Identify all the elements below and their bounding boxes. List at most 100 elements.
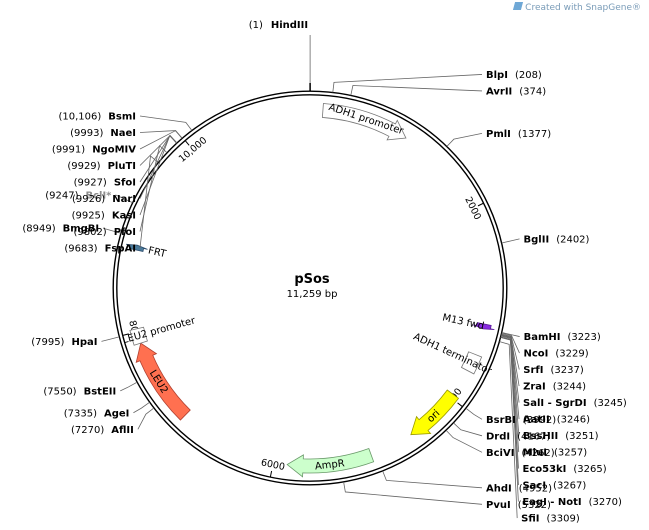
feature-arrow bbox=[472, 322, 495, 331]
watermark-text: Created with SnapGene® bbox=[525, 3, 641, 13]
site-position: (4167) bbox=[517, 431, 550, 442]
site-name: AvrII bbox=[486, 86, 512, 97]
site-leader-line bbox=[501, 332, 520, 354]
restriction-sites: HindIII(1) BlpI(208)AvrII(374) PmlI(1377) B… bbox=[22, 20, 627, 525]
site-mlui[interactable]: MluI(3257) bbox=[500, 335, 587, 459]
site-name: AgeI bbox=[104, 408, 129, 419]
site-name: SrfI bbox=[523, 365, 543, 376]
site-ncoi[interactable]: NcoI(3229) bbox=[501, 332, 589, 360]
site-name: BssHII bbox=[523, 431, 558, 442]
site-position: (3265) bbox=[573, 464, 606, 475]
site-agei[interactable]: AgeI (7335) bbox=[64, 401, 150, 419]
site-position: (8949) bbox=[22, 224, 55, 235]
site-bsrbi[interactable]: BsrBI(3992) bbox=[465, 407, 556, 426]
scale-tick bbox=[477, 202, 484, 207]
site-name: AatII bbox=[523, 415, 550, 426]
site-position: (7270) bbox=[71, 425, 104, 436]
site-hindiii[interactable]: HindIII(1) bbox=[249, 20, 311, 92]
site-leader-line bbox=[501, 238, 520, 244]
site-naei[interactable]: NaeI(9993) bbox=[70, 128, 183, 139]
site-bmgbi[interactable]: BmgBI (8949) bbox=[22, 224, 121, 235]
site-pvui[interactable]: PvuI(5322) bbox=[343, 482, 551, 511]
site-bsmi[interactable]: BsmI(10,106) bbox=[58, 111, 193, 131]
site-position: (208) bbox=[515, 70, 542, 81]
site-position: (3992) bbox=[523, 415, 556, 426]
site-aflii[interactable]: AflII (7270) bbox=[71, 407, 155, 436]
site-bamhi[interactable]: BamHI(3223) bbox=[501, 332, 601, 343]
site-position: (9993) bbox=[70, 128, 103, 139]
feature-arrow bbox=[286, 448, 375, 478]
site-name: BmgBI bbox=[63, 224, 100, 235]
site-position: (9926) bbox=[72, 194, 105, 205]
site-bglii[interactable]: BglII (2402) bbox=[501, 234, 590, 245]
site-name: DrdI bbox=[486, 431, 510, 442]
feature-label: AmpR bbox=[314, 458, 345, 472]
site-leader-line bbox=[501, 332, 520, 337]
site-name: PluTI bbox=[108, 161, 136, 172]
site-position: (3251) bbox=[565, 431, 598, 442]
site-blpi[interactable]: BlpI(208) bbox=[332, 70, 542, 93]
feature-label: ADH1 terminator bbox=[412, 332, 494, 378]
plasmid-name: pSos bbox=[294, 272, 330, 287]
site-leader-line bbox=[332, 74, 483, 93]
site-leader-line bbox=[103, 227, 121, 234]
feature-m13-fwd[interactable]: M13 fwd bbox=[441, 312, 495, 332]
site-leader-line bbox=[501, 335, 520, 436]
site-leader-line bbox=[501, 333, 520, 370]
feature-label: FRT bbox=[147, 245, 168, 260]
site-name: NgoMIV bbox=[92, 144, 136, 155]
feature-ampr[interactable]: AmpR bbox=[286, 448, 375, 478]
site-eagi-noti[interactable]: EagI - NotI(3270) bbox=[500, 337, 622, 509]
site-sfii[interactable]: SfiI(3309) bbox=[499, 341, 580, 525]
site-ahdi[interactable]: AhdI(4952) bbox=[382, 470, 552, 494]
site-hpai[interactable]: HpaI(7995) bbox=[31, 336, 120, 348]
site-leader-line bbox=[453, 422, 483, 437]
site-position: (3244) bbox=[553, 382, 586, 393]
feature-adh1-promoter[interactable]: ADH1 promoter bbox=[321, 102, 407, 141]
feature-frt[interactable]: FRT bbox=[126, 243, 168, 260]
site-name: KasI bbox=[112, 210, 136, 221]
site-avrii[interactable]: AvrII(374) bbox=[350, 85, 546, 97]
site-drdi[interactable]: DrdI (4167) bbox=[453, 422, 551, 442]
feature-ori[interactable]: ori bbox=[410, 389, 460, 436]
site-position: (9929) bbox=[67, 161, 100, 172]
site-bsshii[interactable]: BssHII (3251) bbox=[501, 335, 599, 442]
feature-adh1-terminator[interactable]: ADH1 terminator bbox=[412, 332, 494, 378]
site-position: (3223) bbox=[568, 332, 601, 343]
site-leader-line bbox=[465, 407, 483, 420]
site-name: AflII bbox=[111, 425, 134, 436]
site-position: (3246) bbox=[557, 415, 590, 426]
site-position: (2402) bbox=[556, 234, 589, 245]
site-name: PfoI bbox=[114, 227, 136, 238]
site-name: SfoI bbox=[114, 177, 136, 188]
scale-tick-label: 2000 bbox=[462, 195, 483, 222]
site-leader-line bbox=[445, 430, 483, 453]
site-name: BglII bbox=[524, 234, 550, 245]
site-bcli-[interactable]: BclI*(9247) bbox=[45, 190, 133, 204]
site-bcivi[interactable]: BciVI(4262) bbox=[445, 430, 555, 459]
backbone-inner-ring bbox=[116, 94, 504, 482]
site-srfi[interactable]: SrfI(3237) bbox=[501, 333, 584, 376]
site-position: (3245) bbox=[594, 398, 627, 409]
site-name: BstEII bbox=[84, 386, 117, 397]
site-fspai[interactable]: FspAI(9683) bbox=[64, 155, 159, 254]
site-pfoi[interactable]: PfoI(9802) bbox=[73, 144, 168, 238]
feature-leu2[interactable]: LEU2 bbox=[135, 342, 191, 421]
site-position: (3257) bbox=[554, 448, 587, 459]
feature-arrow bbox=[410, 389, 460, 436]
site-leader-line bbox=[139, 155, 159, 249]
site-leader-line bbox=[139, 144, 168, 232]
site-position: (9927) bbox=[74, 177, 107, 188]
site-position: (7335) bbox=[64, 408, 97, 419]
site-position: (3229) bbox=[555, 349, 588, 360]
feature-shape bbox=[460, 351, 483, 375]
site-bsteii[interactable]: BstEII(7550) bbox=[43, 381, 138, 397]
site-ngomiv[interactable]: NgoMIV(9991) bbox=[52, 130, 183, 156]
plasmid-length: 11,259 bp bbox=[287, 289, 338, 300]
site-aatii[interactable]: AatII (3246) bbox=[501, 334, 590, 426]
site-leader-line bbox=[501, 334, 520, 420]
scale-tick bbox=[457, 402, 463, 407]
site-pmli[interactable]: PmlI(1377) bbox=[446, 129, 551, 147]
site-position: (4952) bbox=[519, 483, 552, 494]
